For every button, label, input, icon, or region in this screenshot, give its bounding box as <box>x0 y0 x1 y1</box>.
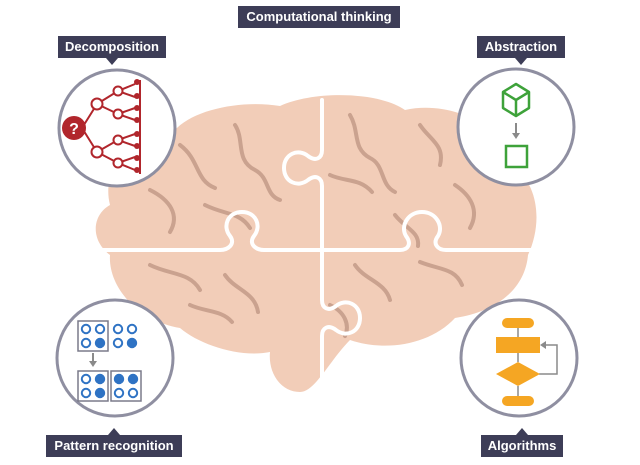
puzzle-seams <box>93 98 542 394</box>
leaf-dot <box>134 105 140 111</box>
pattern-dot <box>80 337 92 349</box>
fold <box>393 213 421 248</box>
abstraction-panel <box>456 67 576 187</box>
seam-vertical <box>282 98 362 394</box>
algorithms-panel <box>459 298 579 418</box>
pattern-dot <box>80 373 92 385</box>
leaf-dot <box>134 167 140 173</box>
pattern-recognition-panel <box>55 298 175 418</box>
fold <box>233 123 282 202</box>
fold <box>223 273 260 314</box>
decomposition-tree-icon <box>81 80 141 174</box>
pattern-dots-top <box>80 323 138 349</box>
tree-node <box>90 97 104 111</box>
pattern-dots-bottom <box>80 373 139 399</box>
flow-end <box>502 396 534 406</box>
fold <box>418 260 464 287</box>
flow-connectors <box>517 328 558 396</box>
question-mark-icon: ? <box>69 121 79 138</box>
square-icon <box>504 144 529 169</box>
pattern-dot <box>126 323 138 335</box>
pattern-dot <box>127 387 139 399</box>
brain-shape <box>95 95 537 392</box>
pattern-dot <box>80 323 92 335</box>
algorithms-label: Algorithms <box>481 428 563 457</box>
pattern-dot <box>94 323 106 335</box>
pattern-dot <box>94 387 106 399</box>
flow-start <box>502 318 534 328</box>
tree-node <box>112 157 124 169</box>
arrow-head <box>512 133 520 139</box>
cube-icon <box>501 82 531 118</box>
flow-process <box>496 337 540 353</box>
cube-outline <box>501 82 531 118</box>
question-node <box>62 116 86 140</box>
fold <box>148 263 202 292</box>
leaf-dot <box>134 79 140 85</box>
pattern-dot <box>94 373 106 385</box>
tree-node <box>90 145 104 159</box>
pattern-box-right <box>110 370 142 402</box>
algorithms-circle <box>459 298 579 418</box>
pattern-box-left <box>77 370 109 402</box>
pattern-dot <box>94 337 106 349</box>
flowchart-icon <box>496 318 558 406</box>
cube-edges <box>502 90 530 116</box>
pattern-dot <box>112 337 124 349</box>
fold <box>328 173 374 194</box>
fold <box>418 123 443 167</box>
flow-loop-arrow <box>540 341 546 349</box>
pattern-dot <box>113 373 125 385</box>
fold <box>188 303 234 324</box>
leaf-dot <box>134 155 140 161</box>
abstraction-label: Abstraction <box>477 36 565 65</box>
pattern-circle <box>55 298 175 418</box>
leaf-dot <box>134 117 140 123</box>
decomposition-circle <box>57 68 177 188</box>
leaf-dot <box>134 93 140 99</box>
fold <box>348 113 397 194</box>
decomposition-leaf-dots <box>134 79 140 173</box>
pattern-dot <box>80 387 92 399</box>
pattern-arrow-head <box>89 361 97 367</box>
tree-node <box>112 108 124 120</box>
brain-illustration <box>93 95 542 394</box>
fold <box>178 143 217 190</box>
fold <box>453 183 476 230</box>
flow-decision <box>496 362 540 386</box>
fold <box>353 263 392 302</box>
tree-branches <box>81 80 141 174</box>
tree-node <box>112 134 124 146</box>
leaf-dot <box>134 131 140 137</box>
decomposition-panel: ? <box>57 68 177 188</box>
flow-loop <box>539 344 558 375</box>
tree-node <box>112 85 124 97</box>
fold <box>148 188 176 234</box>
pattern-dot <box>127 373 139 385</box>
decomposition-label: Decomposition <box>58 36 166 65</box>
title-label: Computational thinking <box>238 6 400 28</box>
pattern-dot <box>113 387 125 399</box>
pattern-dot <box>112 323 124 335</box>
pattern-recognition-label: Pattern recognition <box>46 428 182 457</box>
leaf-dot <box>134 143 140 149</box>
pattern-dot <box>126 337 138 349</box>
seam-horizontal <box>93 210 542 252</box>
pattern-box-top <box>77 320 109 352</box>
